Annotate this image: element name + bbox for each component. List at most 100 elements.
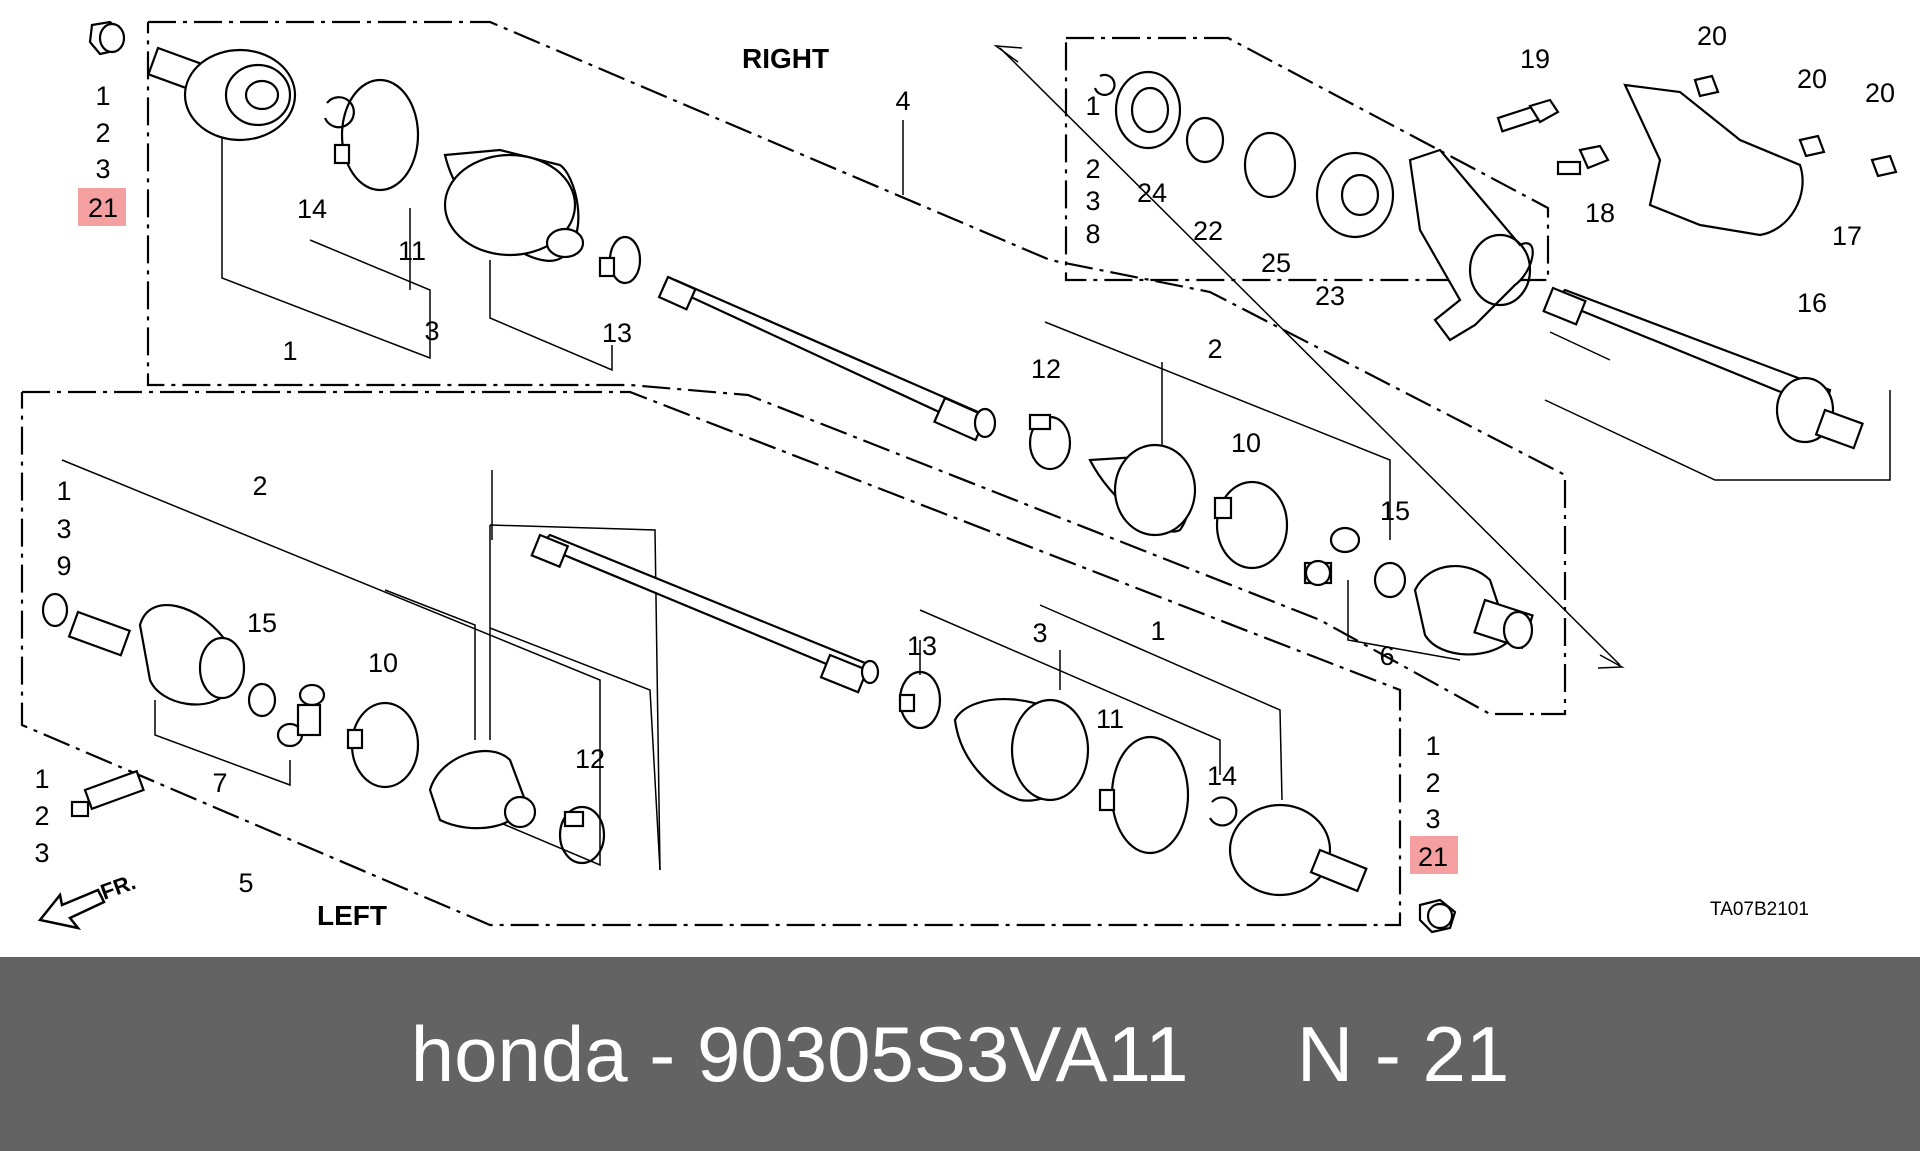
callout-number: 1 (95, 81, 110, 111)
leader-line (1039, 604, 1283, 801)
callout-number: 12 (1031, 354, 1061, 384)
tripod-joint-icon (1303, 526, 1361, 587)
tripod-joint-left-icon (276, 683, 326, 748)
callout-number: 20 (1697, 21, 1727, 51)
callout-number: 17 (1832, 221, 1862, 251)
leader-line (1347, 580, 1461, 661)
callout-number: 2 (1207, 334, 1222, 364)
callout-number: 10 (1231, 428, 1261, 458)
bolt-20b-icon (1798, 134, 1826, 158)
callout-number: 3 (424, 316, 439, 346)
callout-number: 20 (1797, 64, 1827, 94)
circlip-icon (323, 96, 355, 129)
exploded-driveshaft-diagram: FR. RIGHT LEFT TA07B2101 123211411131341… (20, 20, 1898, 934)
bolt-19-icon (1496, 98, 1560, 133)
callout-number: 23 (1315, 281, 1345, 311)
left-section-outline (20, 390, 1402, 927)
callout-number: 14 (297, 194, 327, 224)
callout-number: 3 (1032, 618, 1047, 648)
leader-line (384, 589, 476, 740)
flange-nut-left-icon (1418, 898, 1457, 934)
bolt-18-icon (1556, 144, 1610, 176)
callout-number: 3 (95, 154, 110, 184)
callout-number: 2 (252, 471, 267, 501)
callout-number: 3 (1425, 804, 1440, 834)
callout-number: 2 (1085, 154, 1100, 184)
bearing-23-icon (1315, 151, 1395, 239)
small-boot-band-icon (598, 235, 642, 285)
callout-number: 8 (1085, 219, 1100, 249)
snap-ring-15-left-icon (247, 682, 277, 718)
left-inner-cv-housing-icon (67, 604, 246, 706)
right-axis-arrow-line (999, 47, 1621, 666)
left-inner-boot-icon (428, 750, 537, 830)
callout-number: 15 (247, 608, 277, 638)
inner-cv-housing-icon (1413, 564, 1534, 656)
callout-number: 14 (1207, 761, 1237, 791)
boot-band-12-icon (1028, 413, 1072, 471)
leader-line (489, 627, 661, 871)
left-driveshaft-icon (530, 533, 880, 694)
callout-number: 9 (56, 551, 71, 581)
callout-number: 3 (34, 838, 49, 868)
boot-band-11-left-icon (1098, 735, 1190, 855)
callout-number: 25 (1261, 248, 1291, 278)
left-outer-cv-joint-icon (1228, 803, 1368, 897)
callout-number: 22 (1193, 216, 1223, 246)
callout-number: 11 (1096, 704, 1124, 734)
callout-number: 16 (1797, 288, 1827, 318)
callout-number: 7 (212, 768, 227, 798)
leader-line (154, 700, 291, 787)
right-axis-arrowhead-bottom (1597, 654, 1625, 669)
leader-line (1044, 321, 1391, 540)
callout-number: 1 (34, 764, 49, 794)
inner-boot-icon (1088, 443, 1197, 537)
right-driveshaft-icon (657, 275, 997, 442)
callout-number: 19 (1520, 44, 1550, 74)
circlip-14-left-icon (1209, 796, 1238, 827)
boot-band-icon (333, 78, 420, 192)
leader-line (309, 239, 431, 336)
callout-number: 15 (1380, 496, 1410, 526)
circlip-8-icon (1093, 73, 1116, 97)
boot-band-10-left-icon (346, 701, 420, 789)
dust-seal-24-icon (1114, 70, 1182, 150)
part-number-caption: honda - 90305S3VA11 N - 21 (410, 1010, 1510, 1098)
circlip-22-icon (1185, 116, 1225, 164)
leader-line (919, 609, 1221, 775)
circlip-25-icon (1243, 131, 1297, 199)
bearing-support-icon (1408, 148, 1534, 342)
callout-number: 12 (575, 744, 605, 774)
leader-line (1544, 390, 1891, 481)
snap-ring-15-icon (1373, 561, 1407, 599)
half-shaft-16-icon (1542, 286, 1864, 450)
leader-line (61, 459, 601, 867)
front-label: FR. (97, 869, 139, 905)
callout-number: 11 (398, 236, 426, 266)
footer-bar: honda - 90305S3VA11 N - 21 (0, 957, 1920, 1151)
front-arrow-icon: FR. (37, 869, 139, 930)
boot-band-10-icon (1213, 480, 1289, 570)
callout-number: 1 (56, 476, 71, 506)
right-section-label: RIGHT (742, 43, 829, 74)
right-section-outline (146, 20, 1567, 716)
callout-number: 6 (1379, 641, 1394, 671)
flange-nut-icon (88, 20, 126, 56)
heat-shield-17-icon (1623, 83, 1804, 237)
grease-tube-icon (70, 769, 145, 818)
bolt-20c-icon (1870, 154, 1898, 178)
boot-band-13-left-icon (898, 670, 942, 730)
callout-number: 13 (907, 631, 937, 661)
callout-number: 1 (282, 336, 297, 366)
circlip-9-icon (41, 592, 69, 628)
callout-number: 1 (1085, 91, 1100, 121)
callout-number: 24 (1137, 178, 1167, 208)
cv-boot-icon (443, 148, 585, 262)
right-inner-box (1064, 36, 1550, 282)
boot-band-12-left-icon (558, 805, 606, 865)
callout-number: 1 (1425, 731, 1440, 761)
leader-line (489, 260, 613, 372)
callout-number: 4 (895, 86, 910, 116)
callout-number: 2 (1425, 768, 1440, 798)
